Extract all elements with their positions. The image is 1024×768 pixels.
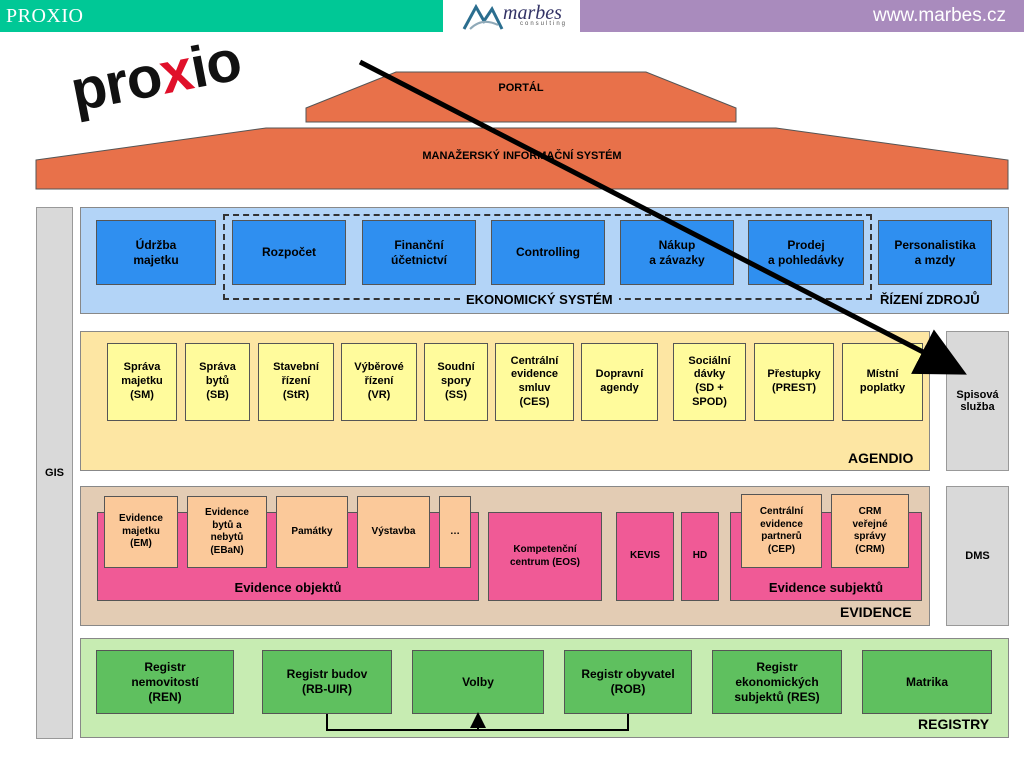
agendio-box-socialni: Sociální dávky (SD + SPOD) (673, 343, 746, 421)
eko-box-financni-ucetnictvi: Finanční účetnictví (362, 220, 476, 285)
resource-management-label: ŘÍZENÍ ZDROJŮ (880, 292, 980, 307)
registry-box-ren: Registr nemovitostí (REN) (96, 650, 234, 714)
roof-shapes (35, 71, 1009, 190)
evidence-box-em: Evidence majetku (EM) (104, 496, 178, 568)
eko-box-nakup: Nákup a závazky (620, 220, 734, 285)
evidence-box-cep: Centrální evidence partnerů (CEP) (741, 494, 822, 568)
evidence-subjects-label: Evidence subjektů (768, 580, 884, 595)
agendio-box-sm: Správa majetku (SM) (107, 343, 177, 421)
eko-box-udrzba: Údržba majetku (96, 220, 216, 285)
eko-box-rozpocet: Rozpočet (232, 220, 346, 285)
marbes-logo-text: marbes (503, 2, 562, 24)
website-url[interactable]: www.marbes.cz (872, 5, 1006, 26)
agendio-box-str: Stavební řízení (StR) (258, 343, 334, 421)
agendio-box-sb: Správa bytů (SB) (185, 343, 250, 421)
marbes-logo-icon (462, 3, 504, 30)
evidence-box-vystavba: Výstavba (357, 496, 430, 568)
agendio-label: AGENDIO (848, 450, 914, 466)
mis-label: MANAŽERSKÝ INFORMAČNÍ SYSTÉM (422, 150, 622, 162)
agendio-box-ces: Centrální evidence smluv (CES) (495, 343, 574, 421)
dms-column: DMS (946, 486, 1009, 626)
agendio-box-mistni-poplatky: Místní poplatky (842, 343, 923, 421)
spisova-sluzba-column: Spisová služba (946, 331, 1009, 471)
evidence-box-crm: CRM veřejné správy (CRM) (831, 494, 909, 568)
registry-box-volby: Volby (412, 650, 544, 714)
eko-box-personalistika: Personalistika a mzdy (878, 220, 992, 285)
evidence-box-hd: HD (681, 512, 719, 601)
registry-label: REGISTRY (918, 716, 990, 732)
agendio-box-dopravni: Dopravní agendy (581, 343, 658, 421)
gis-column: GIS (36, 207, 73, 739)
agendio-box-vr: Výběrové řízení (VR) (341, 343, 417, 421)
marbes-logo-subtitle: consulting (520, 21, 568, 27)
evidence-objects-label: Evidence objektů (234, 580, 342, 595)
registry-box-rob: Registr obyvatel (ROB) (564, 650, 692, 714)
header-bar-left (0, 0, 443, 32)
header-title: PROXIO (6, 5, 84, 27)
evidence-box-eban: Evidence bytů a nebytů (EBaN) (187, 496, 267, 568)
evidence-box-eos: Kompetenční centrum (EOS) (488, 512, 602, 601)
agendio-box-prestupky: Přestupky (PREST) (754, 343, 834, 421)
portal-roof (305, 71, 737, 123)
header-bar-right (580, 0, 1024, 32)
eko-box-prodej: Prodej a pohledávky (748, 220, 864, 285)
evidence-box-more: … (439, 496, 471, 568)
agendio-box-ss: Soudní spory (SS) (424, 343, 488, 421)
economic-system-label: EKONOMICKÝ SYSTÉM (460, 292, 619, 307)
evidence-label: EVIDENCE (840, 604, 912, 620)
evidence-box-pamatky: Památky (276, 496, 348, 568)
registry-box-rb-uir: Registr budov (RB-UIR) (262, 650, 392, 714)
eko-box-controlling: Controlling (491, 220, 605, 285)
registry-box-res: Registr ekonomických subjektů (RES) (712, 650, 842, 714)
evidence-box-kevis: KEVIS (616, 512, 674, 601)
registry-box-matrika: Matrika (862, 650, 992, 714)
portal-label: PORTÁL (498, 82, 544, 94)
